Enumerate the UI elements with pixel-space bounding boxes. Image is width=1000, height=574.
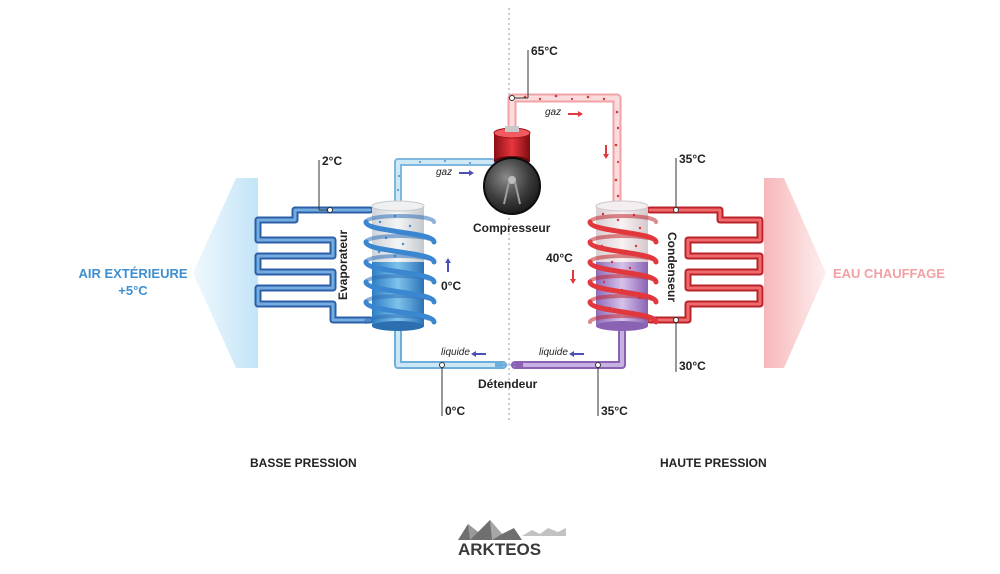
label-basse-pression: BASSE PRESSION [250, 456, 357, 470]
detendeur-valve-right [509, 361, 523, 369]
arkteos-logo-text: ARKTEOS [458, 540, 542, 559]
air-exterieure-temp: +5°C [118, 283, 148, 298]
temp-cond-water-in: 30°C [679, 359, 706, 373]
label-haute-pression: HAUTE PRESSION [660, 456, 767, 470]
label-gaz-left: gaz [436, 167, 453, 178]
temp-condensation: 40°C [546, 251, 573, 265]
evaporator-serpentine [254, 206, 374, 324]
detendeur-valve [495, 361, 509, 369]
label-detendeur: Détendeur [478, 377, 538, 391]
label-air-exterieure: AIR EXTÉRIEURE +5°C [78, 265, 188, 299]
flow-arrows [445, 111, 609, 357]
condenser-serpentine [646, 206, 764, 324]
label-compresseur: Compresseur [473, 221, 551, 235]
air-arrow [193, 178, 258, 368]
refrigerant-loop [394, 93, 626, 369]
temp-liquid-high: 35°C [601, 404, 628, 418]
label-eau-chauffage: EAU CHAUFFAGE [833, 266, 945, 281]
arkteos-logo-mark [458, 520, 566, 540]
label-liquide-right: liquide [539, 347, 568, 358]
label-evaporateur: Evaporateur [336, 229, 350, 300]
label-gaz-top: gaz [545, 107, 562, 118]
temp-liquid-low: 0°C [445, 404, 466, 418]
eau-arrow [764, 178, 826, 368]
temp-evaporation: 0°C [441, 279, 462, 293]
evaporator-coil [363, 214, 437, 325]
air-exterieure-title: AIR EXTÉRIEURE [78, 266, 188, 281]
temp-evap-in: 2°C [322, 154, 343, 168]
label-liquide-left: liquide [441, 347, 470, 358]
condenser-coil [587, 214, 659, 325]
temp-cond-water-out: 35°C [679, 152, 706, 166]
temp-compressor-out: 65°C [531, 44, 558, 58]
probe-callouts [318, 50, 679, 416]
label-condenseur: Condenseur [665, 232, 679, 303]
compressor [483, 126, 541, 215]
cold-gas-dots [396, 159, 472, 192]
